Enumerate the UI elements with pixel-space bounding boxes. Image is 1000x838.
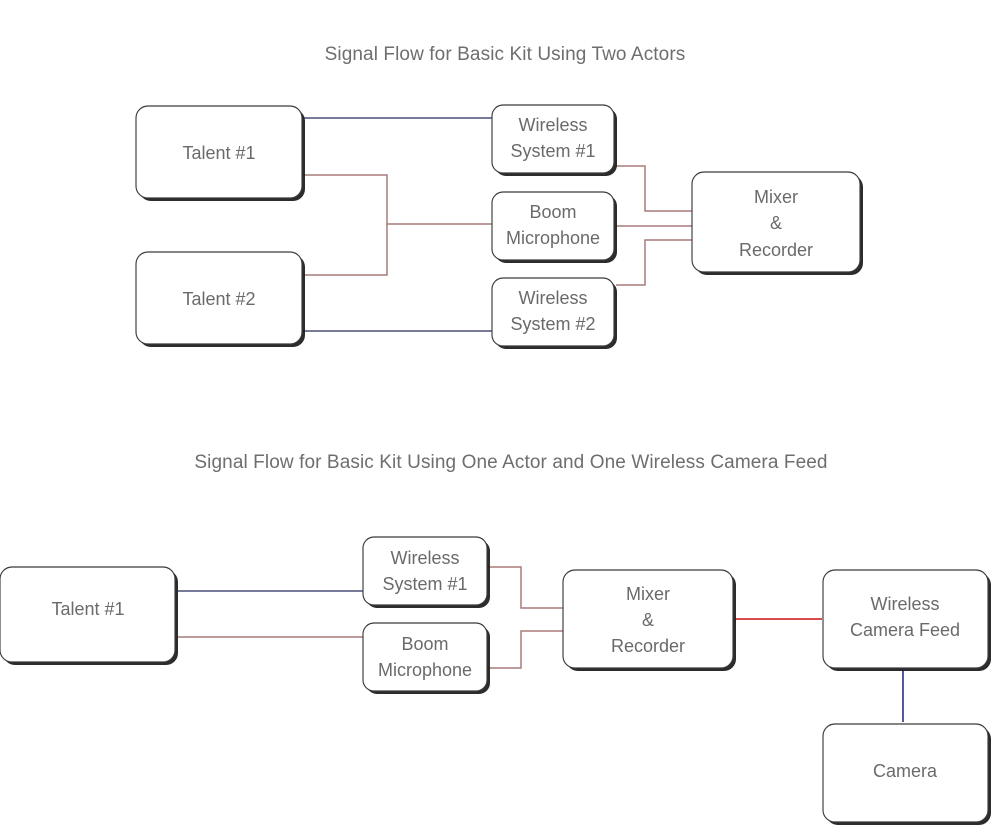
- node-label-line-2: Camera Feed: [850, 620, 960, 640]
- node-mixer-recorder[interactable]: Mixer & Recorder: [691, 171, 863, 275]
- diagram-one-title: Signal Flow for Basic Kit Using Two Acto…: [325, 44, 686, 65]
- node-label-line-1: Wireless: [518, 288, 587, 308]
- diagram-two-title: Signal Flow for Basic Kit Using One Acto…: [194, 452, 827, 473]
- node-boom-microphone[interactable]: Boom Microphone: [491, 191, 617, 263]
- node-outline: [562, 569, 734, 669]
- node-outline: [135, 251, 303, 345]
- wire-wireless1-to-mixer: [487, 566, 564, 609]
- node-talent-1[interactable]: Talent #1: [135, 105, 305, 201]
- node-label-line-2: Microphone: [378, 660, 472, 680]
- node-label-line-1: Wireless: [518, 115, 587, 135]
- node-label-line-2: &: [642, 610, 654, 630]
- wire-talent2-to-boom: [303, 224, 388, 276]
- node-outline: [822, 569, 989, 669]
- node-outline: [491, 191, 615, 261]
- wire-wireless2-to-mixer: [616, 239, 692, 286]
- wire-wireless1-to-mixer: [616, 165, 692, 212]
- node-label-line-1: Mixer: [754, 187, 798, 207]
- node-wireless-system-1[interactable]: Wireless System #1: [491, 104, 617, 176]
- node-label-line-2: System #1: [510, 141, 595, 161]
- diagram-one-group: Signal Flow for Basic Kit Using Two Acto…: [135, 44, 863, 349]
- node-label-line-2: &: [770, 213, 782, 233]
- node-wireless-camera-feed[interactable]: Wireless Camera Feed: [822, 569, 991, 671]
- node-label-line-3: Recorder: [611, 636, 685, 656]
- node-label-line-1: Wireless: [390, 548, 459, 568]
- node-outline: [491, 104, 615, 174]
- node-label-line-1: Mixer: [626, 584, 670, 604]
- node-label: Camera: [873, 761, 938, 781]
- node-wireless-system-1[interactable]: Wireless System #1: [362, 536, 490, 608]
- node-outline: [362, 536, 488, 606]
- node-label: Talent #1: [182, 143, 255, 163]
- node-outline: [362, 622, 488, 692]
- node-outline: [0, 566, 176, 663]
- wire-talent1-to-boom: [303, 174, 493, 225]
- node-talent-2[interactable]: Talent #2: [135, 251, 305, 347]
- diagram-one-wires: [303, 117, 692, 332]
- node-label-line-1: Boom: [401, 634, 448, 654]
- node-label-line-2: Microphone: [506, 228, 600, 248]
- node-outline: [135, 105, 303, 199]
- node-boom-microphone[interactable]: Boom Microphone: [362, 622, 490, 694]
- diagram-two-wires: [178, 566, 904, 722]
- diagram-two-group: Signal Flow for Basic Kit Using One Acto…: [0, 452, 991, 825]
- node-label-line-2: System #1: [382, 574, 467, 594]
- node-label-line-1: Boom: [529, 202, 576, 222]
- node-camera[interactable]: Camera: [822, 723, 991, 825]
- node-mixer-recorder[interactable]: Mixer & Recorder: [562, 569, 736, 671]
- node-label: Talent #1: [51, 599, 124, 619]
- node-talent-1[interactable]: Talent #1: [0, 566, 178, 665]
- node-outline: [691, 171, 861, 273]
- node-label-line-1: Wireless: [870, 594, 939, 614]
- node-outline: [822, 723, 989, 823]
- node-wireless-system-2[interactable]: Wireless System #2: [491, 277, 617, 349]
- wire-boom-to-mixer: [487, 630, 564, 669]
- node-label: Talent #2: [182, 289, 255, 309]
- node-label-line-2: System #2: [510, 314, 595, 334]
- node-outline: [491, 277, 615, 347]
- node-label-line-3: Recorder: [739, 240, 813, 260]
